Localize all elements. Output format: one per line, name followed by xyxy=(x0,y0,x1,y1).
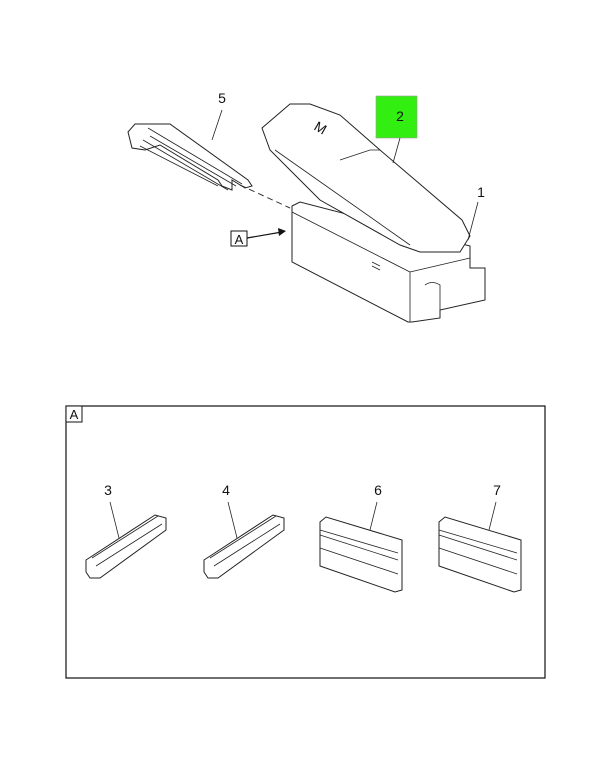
callout-4[interactable]: 4 xyxy=(222,482,230,498)
assembly-dashed-line xyxy=(239,184,291,209)
part-6-connector[interactable] xyxy=(319,516,403,593)
part-3-connector[interactable] xyxy=(85,514,167,579)
leader-7 xyxy=(488,501,497,531)
callout-6[interactable]: 6 xyxy=(374,482,382,498)
detail-a-frame xyxy=(65,405,546,679)
view-a-arrow xyxy=(246,231,283,239)
leader-2 xyxy=(392,137,401,164)
callout-1[interactable]: 1 xyxy=(477,184,485,200)
part-2-cover[interactable]: M xyxy=(261,103,471,253)
callout-2[interactable]: 2 xyxy=(396,108,404,124)
part-7-connector[interactable] xyxy=(438,516,522,593)
callout-7[interactable]: 7 xyxy=(493,482,501,498)
view-a-box[interactable] xyxy=(230,230,248,247)
highlight-box xyxy=(375,95,418,139)
part-4-connector[interactable] xyxy=(203,514,285,579)
leader-3 xyxy=(109,501,120,539)
detail-a-label: A xyxy=(70,407,79,422)
callout-5[interactable]: 5 xyxy=(218,90,226,106)
leader-5 xyxy=(211,109,223,141)
leader-1 xyxy=(467,201,479,241)
view-a-label: A xyxy=(235,232,244,247)
part-5-retainer[interactable] xyxy=(127,123,253,191)
arrow-head-icon xyxy=(278,228,286,236)
callout-3[interactable]: 3 xyxy=(104,482,112,498)
leader-6 xyxy=(369,501,378,531)
leader-4 xyxy=(227,501,238,539)
detail-a-box xyxy=(65,405,83,423)
